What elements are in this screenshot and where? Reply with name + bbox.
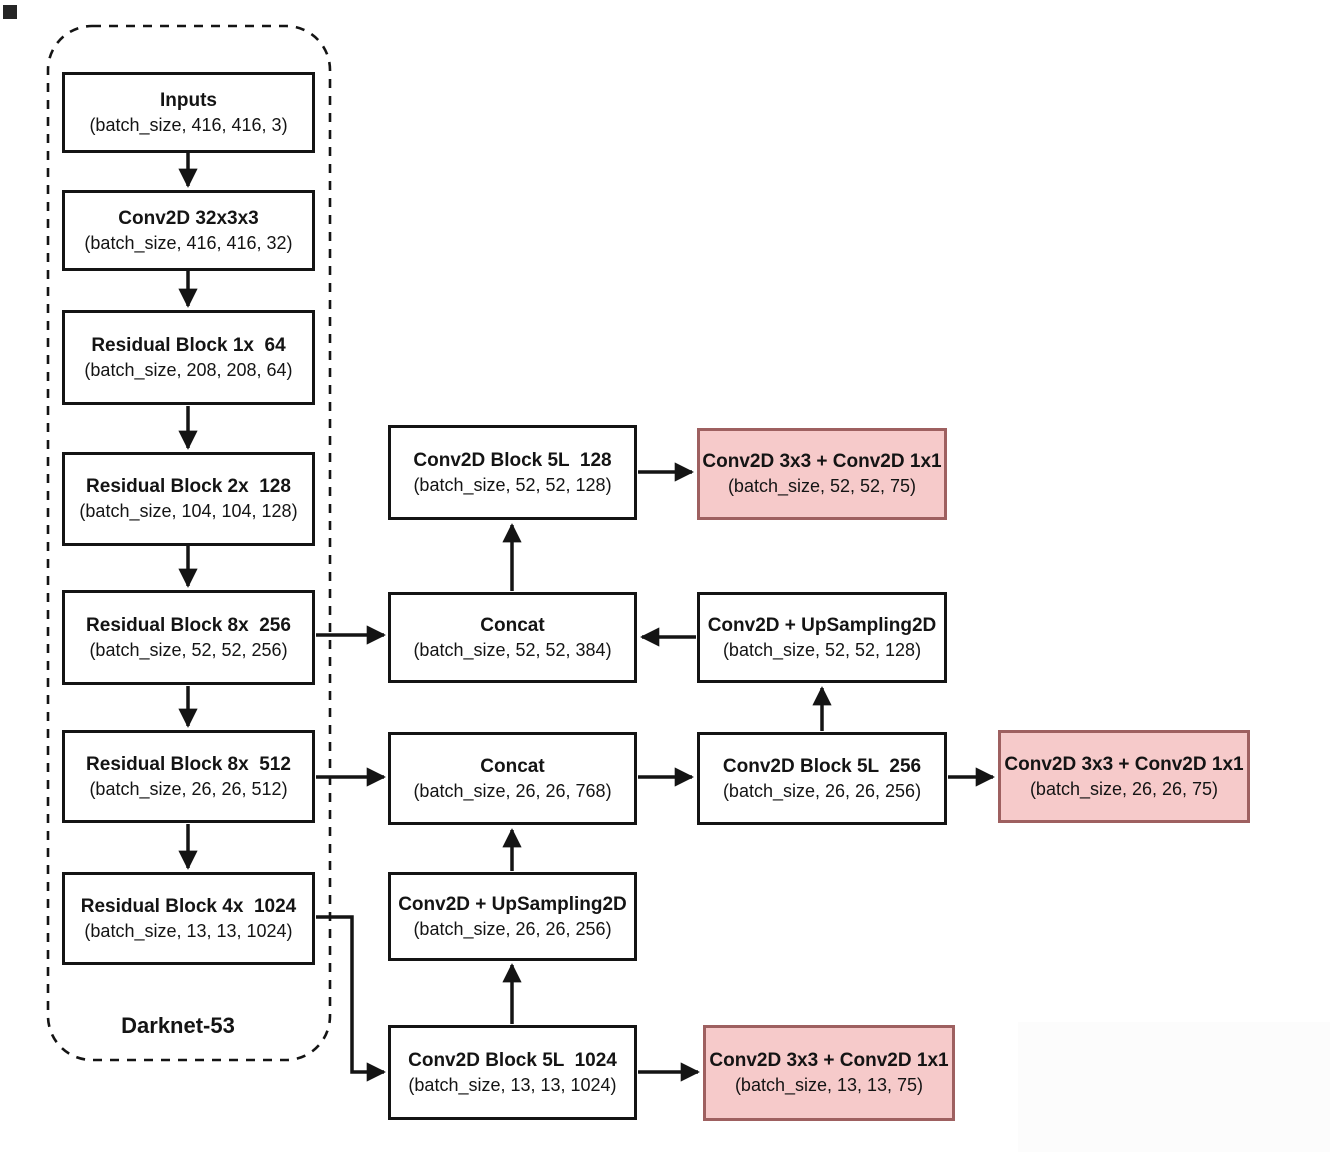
node-shape: (batch_size, 13, 13, 75) [734, 1075, 924, 1096]
node-title: Concat [480, 755, 545, 777]
node-shape: (batch_size, 26, 26, 256) [413, 918, 612, 939]
node-title: Inputs [160, 89, 217, 111]
node-title: Concat [480, 614, 545, 636]
node-shape: (batch_size, 208, 208, 64) [84, 359, 293, 380]
node-title: Residual Block 8x 256 [86, 614, 291, 636]
node-detection-head-26: Conv2D 3x3 + Conv2D 1x1 (batch_size, 26,… [998, 730, 1250, 823]
node-shape: (batch_size, 26, 26, 75) [1029, 778, 1219, 799]
node-shape: (batch_size, 13, 13, 1024) [408, 1074, 617, 1095]
node-concat-52: Concat (batch_size, 52, 52, 384) [388, 592, 637, 683]
node-title: Residual Block 2x 128 [86, 476, 291, 498]
node-shape: (batch_size, 52, 52, 75) [727, 476, 917, 497]
node-residual-block-8x-512: Residual Block 8x 512 (batch_size, 26, 2… [62, 730, 315, 823]
node-conv2d-block-5l-256: Conv2D Block 5L 256 (batch_size, 26, 26,… [697, 732, 947, 825]
node-residual-block-4x-1024: Residual Block 4x 1024 (batch_size, 13, … [62, 872, 315, 965]
node-conv2d-upsampling2d-52: Conv2D + UpSampling2D (batch_size, 52, 5… [697, 592, 947, 683]
node-title: Conv2D + UpSampling2D [707, 614, 937, 636]
corner-mark [3, 5, 17, 19]
node-shape: (batch_size, 52, 52, 128) [413, 474, 612, 495]
node-conv2d-block-5l-1024: Conv2D Block 5L 1024 (batch_size, 13, 13… [388, 1025, 637, 1120]
node-detection-head-13: Conv2D 3x3 + Conv2D 1x1 (batch_size, 13,… [703, 1025, 955, 1121]
node-shape: (batch_size, 104, 104, 128) [79, 501, 298, 522]
node-shape: (batch_size, 52, 52, 256) [89, 639, 288, 660]
node-shape: (batch_size, 416, 416, 32) [84, 232, 293, 253]
node-title: Residual Block 8x 512 [86, 753, 291, 775]
node-title: Conv2D 3x3 + Conv2D 1x1 [1004, 753, 1244, 775]
node-title: Conv2D Block 5L 1024 [408, 1049, 617, 1071]
node-shape: (batch_size, 13, 13, 1024) [84, 920, 293, 941]
node-concat-26: Concat (batch_size, 26, 26, 768) [388, 732, 637, 825]
node-title: Residual Block 4x 1024 [80, 895, 297, 917]
background-patch [1018, 1022, 1330, 1152]
node-title: Conv2D 3x3 + Conv2D 1x1 [702, 451, 942, 473]
node-shape: (batch_size, 52, 52, 128) [722, 639, 922, 660]
node-shape: (batch_size, 26, 26, 512) [89, 778, 288, 799]
node-shape: (batch_size, 52, 52, 384) [413, 639, 612, 660]
darknet53-label: Darknet-53 [121, 1013, 235, 1038]
node-shape: (batch_size, 416, 416, 3) [89, 114, 288, 135]
node-shape: (batch_size, 26, 26, 768) [413, 780, 612, 801]
node-title: Conv2D 3x3 + Conv2D 1x1 [709, 1050, 949, 1072]
node-title: Conv2D + UpSampling2D [398, 893, 627, 915]
node-title: Conv2D Block 5L 128 [413, 449, 612, 471]
node-detection-head-52: Conv2D 3x3 + Conv2D 1x1 (batch_size, 52,… [697, 428, 947, 520]
node-conv2d-block-5l-128: Conv2D Block 5L 128 (batch_size, 52, 52,… [388, 425, 637, 520]
node-inputs: Inputs (batch_size, 416, 416, 3) [62, 72, 315, 153]
node-residual-block-2x-128: Residual Block 2x 128 (batch_size, 104, … [62, 452, 315, 546]
node-residual-block-1x-64: Residual Block 1x 64 (batch_size, 208, 2… [62, 310, 315, 405]
node-shape: (batch_size, 26, 26, 256) [722, 780, 922, 801]
node-title: Conv2D Block 5L 256 [722, 755, 922, 777]
node-conv2d-32x3x3: Conv2D 32x3x3 (batch_size, 416, 416, 32) [62, 190, 315, 271]
node-conv2d-upsampling2d-26: Conv2D + UpSampling2D (batch_size, 26, 2… [388, 872, 637, 961]
arrow-res4-to-block5l1024 [316, 915, 386, 1082]
node-residual-block-8x-256: Residual Block 8x 256 (batch_size, 52, 5… [62, 590, 315, 685]
node-title: Residual Block 1x 64 [91, 334, 286, 356]
node-title: Conv2D 32x3x3 [118, 207, 259, 229]
darknet53-group-outline [46, 24, 332, 1062]
